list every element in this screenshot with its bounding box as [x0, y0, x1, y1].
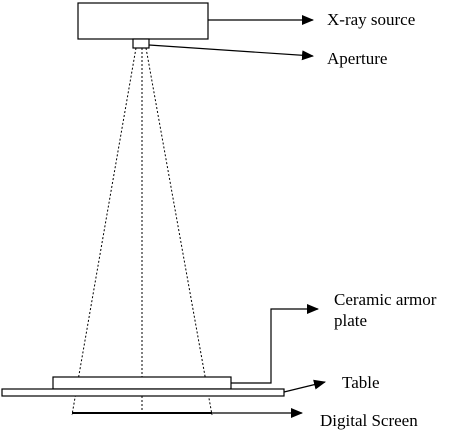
digital-screen-label: Digital Screen: [320, 411, 418, 430]
ceramic-armor-plate: [52, 376, 232, 390]
ceramic-plate-label-line1: Ceramic armor: [334, 290, 437, 309]
xray-source-box: [77, 2, 209, 40]
beam-left-edge: [71, 47, 137, 416]
table-pointer: [283, 379, 326, 393]
table: [1, 388, 285, 397]
beam-right-edge: [145, 47, 213, 416]
aperture-label: Aperture: [327, 49, 388, 68]
xray-source-label: X-ray source: [327, 10, 416, 29]
aperture-pointer: [148, 44, 314, 61]
ceramic-plate-pointer: [231, 304, 319, 384]
aperture-box: [132, 38, 150, 49]
ceramic-plate-label-line2: plate: [334, 311, 368, 330]
table-label: Table: [342, 373, 380, 392]
